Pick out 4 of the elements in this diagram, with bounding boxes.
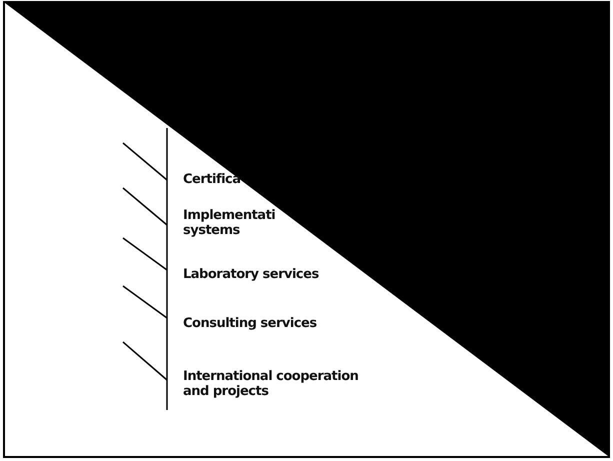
service-item-text: Consulting services (183, 316, 318, 331)
service-item-text: International cooperation and projects (183, 369, 360, 399)
service-item-text: Implementati systems (183, 208, 276, 238)
service-item-text: Laboratory services (183, 267, 320, 282)
